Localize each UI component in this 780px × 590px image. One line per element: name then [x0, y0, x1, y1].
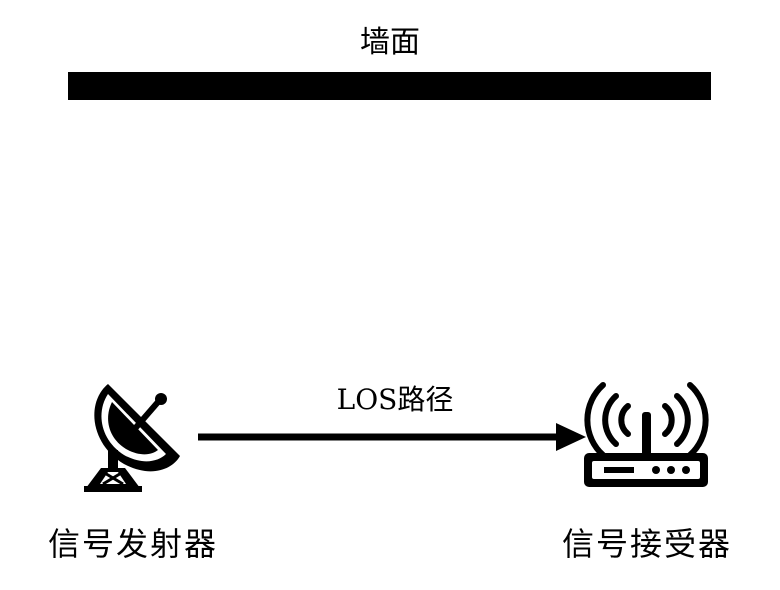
los-path-label: LOS路径	[336, 383, 454, 416]
wall	[68, 72, 711, 100]
los-path-arrow	[198, 423, 586, 451]
transmitter-label: 信号发射器	[48, 525, 219, 563]
receiver-label: 信号接受器	[562, 525, 733, 563]
wall-label: 墙面	[360, 25, 420, 60]
wifi-router-icon	[584, 382, 709, 487]
satellite-dish-icon	[84, 384, 180, 492]
